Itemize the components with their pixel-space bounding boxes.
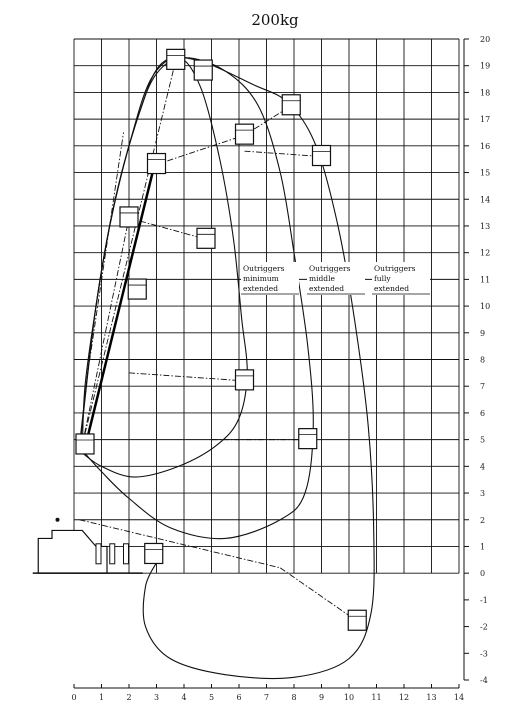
y-tick-label: 13 xyxy=(480,222,490,231)
boom-line xyxy=(156,134,245,165)
boom-pivot xyxy=(55,517,60,522)
annotation-bg xyxy=(372,262,430,295)
y-tick-label: 7 xyxy=(480,382,485,391)
boom-line xyxy=(128,372,245,382)
platform-basket xyxy=(234,123,255,145)
outrigger xyxy=(109,543,116,565)
x-tick-label: 8 xyxy=(291,693,296,702)
x-tick-label: 1 xyxy=(99,693,104,702)
platform-basket xyxy=(146,152,167,175)
platform-positions xyxy=(75,48,367,631)
annotations: OutriggersminimumextendedOutriggersmiddl… xyxy=(241,262,430,295)
platform-basket xyxy=(347,609,367,631)
annotation-line: minimum xyxy=(243,274,279,283)
working-envelopes xyxy=(78,56,375,680)
y-tick-label: 11 xyxy=(480,275,490,284)
annotation-bg xyxy=(241,262,299,295)
platform-basket xyxy=(193,59,213,81)
x-tick-label: 5 xyxy=(209,693,214,702)
platform-basket xyxy=(166,48,186,70)
y-tick-label: 14 xyxy=(480,195,490,204)
y-tick-label: 9 xyxy=(480,329,485,338)
x-tick-label: 14 xyxy=(454,693,464,702)
x-tick-label: 10 xyxy=(344,693,354,702)
main-boom xyxy=(83,156,158,448)
y-tick-label: 6 xyxy=(480,409,485,418)
annotation-bg xyxy=(307,262,365,295)
x-tick-label: 0 xyxy=(71,693,76,702)
envelope-curve-0 xyxy=(81,57,248,478)
annotation-line: middle xyxy=(309,274,336,283)
x-tick-label: 11 xyxy=(371,693,381,702)
annotation-line: Outriggers xyxy=(309,264,351,273)
annotation-line: Outriggers xyxy=(243,264,285,273)
y-tick-label: 8 xyxy=(480,356,485,365)
x-tick-label: 3 xyxy=(154,693,159,702)
y-tick-label: 5 xyxy=(480,436,485,445)
y-tick-label: 4 xyxy=(480,462,485,471)
y-tick-label: -1 xyxy=(480,596,488,605)
y-tick-label: 10 xyxy=(480,302,490,311)
platform-basket xyxy=(144,542,164,565)
x-tick-label: 6 xyxy=(236,693,241,702)
grid xyxy=(73,38,465,689)
platform-basket xyxy=(127,278,147,300)
boom-line xyxy=(128,217,207,240)
y-tick-label: -2 xyxy=(480,623,488,632)
y-tick-label: 1 xyxy=(480,542,485,551)
platform-basket xyxy=(281,94,301,116)
y-tick-label: 19 xyxy=(480,62,490,71)
platform-basket xyxy=(298,428,318,450)
vehicle-outline xyxy=(32,517,143,574)
platform-basket xyxy=(75,433,95,455)
y-tick-label: 12 xyxy=(480,249,490,258)
y-tick-label: 15 xyxy=(480,169,490,178)
y-tick-label: 0 xyxy=(480,569,485,578)
annotation-line: Outriggers xyxy=(374,264,416,273)
annotation-line: extended xyxy=(309,284,344,293)
annotation-line: extended xyxy=(243,284,278,293)
x-tick-label: 2 xyxy=(126,693,131,702)
platform-basket xyxy=(234,369,255,391)
x-tick-label: 7 xyxy=(264,693,269,702)
x-tick-label: 9 xyxy=(319,693,324,702)
diagram-title: 200kg xyxy=(251,11,299,29)
boom-line xyxy=(81,60,177,446)
envelope-curve-2 xyxy=(78,56,375,680)
y-tick-label: -3 xyxy=(480,649,488,658)
boom-line xyxy=(81,217,130,446)
y-tick-label: 20 xyxy=(480,35,490,44)
y-tick-label: 17 xyxy=(480,115,490,124)
x-tick-label: 12 xyxy=(399,693,409,702)
platform-basket xyxy=(196,227,216,249)
boom-line xyxy=(244,150,322,157)
y-tick-label: 16 xyxy=(480,142,490,151)
y-tick-label: 2 xyxy=(480,516,485,525)
outrigger xyxy=(95,543,102,565)
platform-basket xyxy=(311,144,332,167)
y-tick-label: -4 xyxy=(480,676,488,685)
y-tick-label: 3 xyxy=(480,489,485,498)
annotation-line: extended xyxy=(374,284,409,293)
vehicle-cab xyxy=(37,529,108,574)
outrigger xyxy=(123,543,129,565)
boom-line xyxy=(279,567,358,622)
x-tick-label: 13 xyxy=(426,693,436,702)
y-tick-label: 18 xyxy=(480,88,490,97)
x-tick-label: 4 xyxy=(181,693,186,702)
annotation-line: fully xyxy=(374,274,391,283)
platform-basket xyxy=(119,206,139,228)
